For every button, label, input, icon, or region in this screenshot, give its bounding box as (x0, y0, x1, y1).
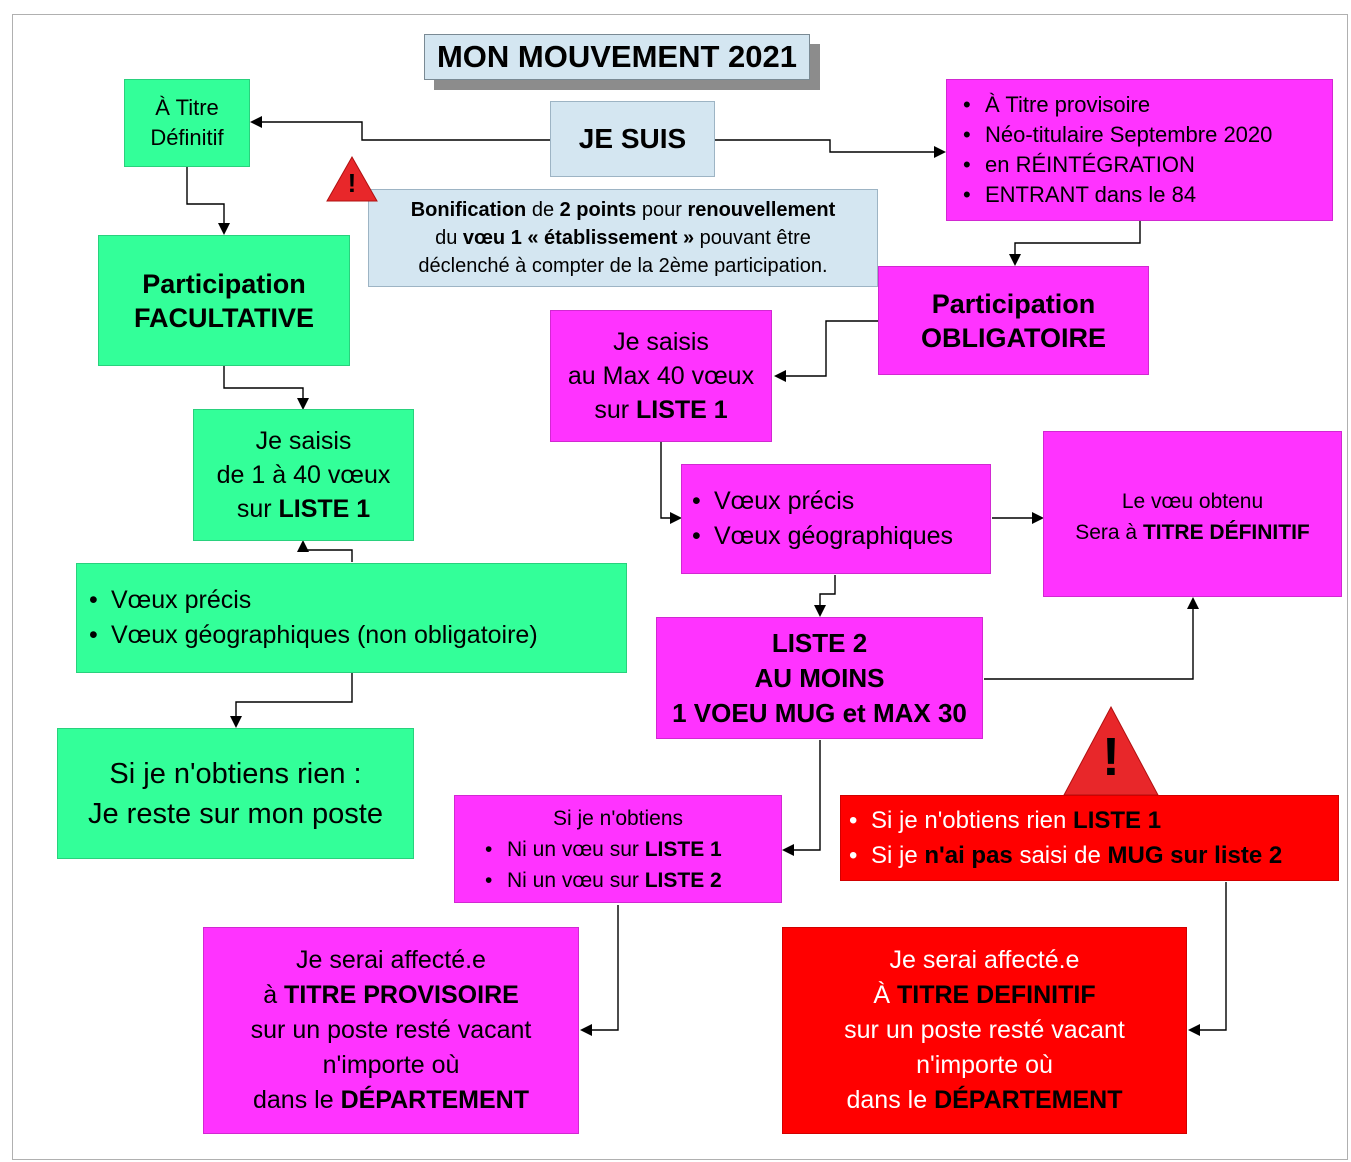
affecte-def-line1: Je serai affecté.e (889, 946, 1080, 974)
saisis-right-line2: au Max 40 vœux (567, 362, 755, 390)
bonification-note: Bonification de 2 points pour renouvelle… (368, 189, 878, 287)
facultative-line2: FACULTATIVE (134, 302, 314, 333)
obligatoire-line1: Participation (931, 288, 1096, 319)
arrow-provisoire-to-obligatoire (1009, 221, 1141, 266)
bonification-line3: déclenché à compter de la 2ème participa… (418, 255, 828, 277)
affectation-definitive-box: Je serai affecté.e À TITRE DEFINITIF sur… (782, 927, 1187, 1134)
je-suis-box: JE SUIS (550, 101, 715, 177)
affecte-prov-line1: Je serai affecté.e (296, 946, 486, 974)
arrow-red-to-def (1188, 882, 1227, 1036)
obligatoire-line2: OBLIGATOIRE (920, 322, 1106, 353)
red-condition-item: Si je n'obtiens rien LISTE 1 (841, 803, 1338, 838)
statut-list: À Titre provisoire Néo-titulaire Septemb… (947, 90, 1332, 210)
arrow-voeux-to-saisis (297, 540, 353, 562)
diagram-frame (12, 14, 1348, 1160)
affecte-def-line2: À TITRE DEFINITIF (873, 981, 1096, 1009)
statut-obligatoire-box: À Titre provisoire Néo-titulaire Septemb… (946, 79, 1333, 221)
arrow-jesuis-to-definitif (250, 116, 550, 141)
arrow-liste2-to-obtenu (984, 597, 1199, 680)
rien-left-line2: Je reste sur mon poste (88, 797, 383, 830)
red-condition-item: Si je n'ai pas saisi de MUG sur liste 2 (841, 838, 1338, 873)
affecte-def-line5: dans le DÉPARTEMENT (846, 1086, 1123, 1114)
arrow-jesuis-to-provisoire (715, 139, 946, 158)
affecte-def-line4: n'importe où (916, 1051, 1053, 1079)
saisis-left-line2: de 1 à 40 vœux (216, 461, 391, 489)
participation-facultative-box: Participation FACULTATIVE (98, 235, 350, 366)
warning-mark: ! (347, 168, 357, 198)
statut-item: À Titre provisoire (955, 90, 1332, 120)
si-nobtiens-list: Ni un vœu sur LISTE 1 Ni un vœu sur LIST… (477, 834, 781, 896)
arrow-voeux-to-liste2 (814, 575, 836, 617)
titre-definitif-box: À Titre Définitif (124, 79, 250, 167)
statut-item: en RÉINTÉGRATION (955, 150, 1332, 180)
statut-item: ENTRANT dans le 84 (955, 180, 1332, 210)
voeu-obtenu-line1: Le vœu obtenu (1121, 490, 1264, 513)
red-warning-icon: ! (1063, 705, 1159, 796)
voeux-right-list: Vœux précis Vœux géographiques (682, 484, 990, 554)
titre-definitif-line1: À Titre (155, 95, 219, 120)
arrow-definitif-to-facultative (186, 167, 230, 235)
arrow-saisis-to-voeux (660, 442, 682, 524)
bonification-line2: du vœu 1 « établissement » pouvant être (435, 227, 811, 249)
statut-item: Néo-titulaire Septembre 2020 (955, 120, 1332, 150)
liste2-line2: AU MOINS (754, 662, 885, 693)
si-nobtiens-item: Ni un vœu sur LISTE 2 (477, 865, 781, 896)
arrow-facultative-to-saisis (223, 366, 309, 410)
voeux-left-item: Vœux géographiques (non obligatoire) (81, 618, 626, 653)
si-nobtiens-box: Si je n'obtiens Ni un vœu sur LISTE 1 Ni… (454, 795, 782, 903)
facultative-line1: Participation (142, 268, 306, 299)
arrow-voeuxleft-to-rien (230, 673, 353, 728)
voeux-left-list: Vœux précis Vœux géographiques (non obli… (77, 583, 626, 653)
arrow-obligatoire-to-saisis (774, 320, 878, 382)
titre-definitif-line2: Définitif (150, 125, 224, 150)
saisis-left-line1: Je saisis (255, 427, 352, 455)
red-condition-box: Si je n'obtiens rien LISTE 1 Si je n'ai … (840, 795, 1339, 881)
voeux-right-item: Vœux géographiques (684, 519, 990, 554)
liste2-box: LISTE 2 AU MOINS 1 VOEU MUG et MAX 30 (656, 617, 983, 739)
arrow-sinobtiens-to-prov (580, 905, 619, 1036)
affecte-prov-line4: n'importe où (322, 1051, 460, 1079)
affecte-prov-line3: sur un poste resté vacant (250, 1016, 532, 1044)
saisie-liste1-obligatoire: Je saisis au Max 40 vœux sur LISTE 1 (550, 310, 772, 442)
voeux-right-item: Vœux précis (684, 484, 990, 519)
warning-icon: ! (326, 155, 378, 202)
diagram-title: MON MOUVEMENT 2021 (424, 34, 810, 80)
participation-obligatoire-box: Participation OBLIGATOIRE (878, 266, 1149, 375)
si-nobtiens-item: Ni un vœu sur LISTE 1 (477, 834, 781, 865)
liste2-line3: 1 VOEU MUG et MAX 30 (672, 697, 967, 728)
saisis-right-line3: sur LISTE 1 (594, 396, 728, 424)
saisis-left-line3: sur LISTE 1 (236, 495, 371, 523)
saisie-liste1-facultative: Je saisis de 1 à 40 vœux sur LISTE 1 (193, 409, 414, 541)
voeux-left-item: Vœux précis (81, 583, 626, 618)
liste2-line1: LISTE 2 (771, 627, 868, 658)
title-text: MON MOUVEMENT 2021 (436, 39, 797, 74)
rien-left-line1: Si je n'obtiens rien : (109, 757, 362, 790)
affecte-prov-line5: dans le DÉPARTEMENT (253, 1086, 529, 1114)
je-suis-text: JE SUIS (578, 123, 687, 154)
voeux-facultative-box: Vœux précis Vœux géographiques (non obli… (76, 563, 627, 673)
si-nobtiens-line1: Si je n'obtiens (552, 806, 684, 830)
voeux-obligatoire-box: Vœux précis Vœux géographiques (681, 464, 991, 574)
red-condition-list: Si je n'obtiens rien LISTE 1 Si je n'ai … (841, 803, 1338, 873)
affectation-provisoire-box: Je serai affecté.e à TITRE PROVISOIRE su… (203, 927, 579, 1134)
voeu-obtenu-line2: Sera à TITRE DÉFINITIF (1075, 521, 1310, 544)
arrow-liste2-to-sinobtiens (782, 740, 821, 856)
affecte-def-line3: sur un poste resté vacant (844, 1016, 1125, 1044)
affecte-prov-line2: à TITRE PROVISOIRE (263, 981, 519, 1009)
voeu-obtenu-box: Le vœu obtenu Sera à TITRE DÉFINITIF (1043, 431, 1342, 597)
warning-triangle-icon (326, 155, 378, 202)
reste-sur-poste-box: Si je n'obtiens rien : Je reste sur mon … (57, 728, 414, 859)
red-warning-mark: ! (1102, 727, 1120, 787)
saisis-right-line1: Je saisis (613, 328, 709, 356)
bonification-line1: Bonification de 2 points pour renouvelle… (410, 199, 836, 221)
